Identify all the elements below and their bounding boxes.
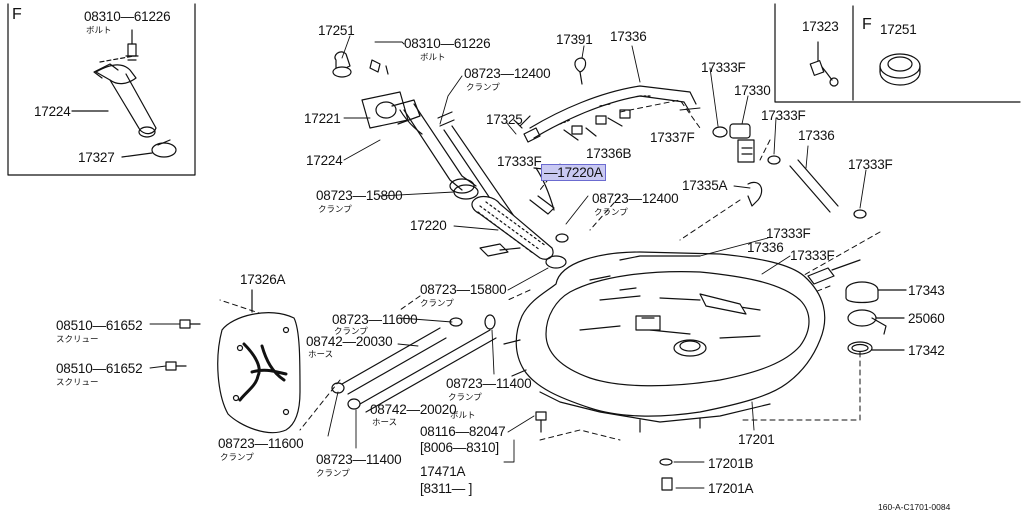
part-17333F-b[interactable]: 17333F [701,60,746,75]
part-08310-61226-mid[interactable]: 08310—61226 [404,36,491,51]
jp-hose-a: ホース [308,349,334,359]
protector-plate [217,289,301,434]
part-17333F-f[interactable]: 17333F [790,248,835,263]
date-range-8006-8310: [8006—8310] [420,440,499,455]
part-17471A[interactable]: 17471A [420,464,466,479]
inset-right-box [774,3,1021,103]
part-25060[interactable]: 25060 [908,311,945,326]
part-17342[interactable]: 17342 [908,343,945,358]
part-17224-mid[interactable]: 17224 [306,153,343,168]
inset-tag-right: F [862,16,872,33]
part-17333F-a[interactable]: 17333F [497,154,542,169]
jp-bolt-left: ボルト [86,25,112,35]
part-17335A[interactable]: 17335A [682,178,728,193]
part-17326A[interactable]: 17326A [240,272,286,287]
jp-screw-b: スクリュー [56,377,99,387]
jp-bolt-mid: ボルト [420,52,446,62]
sender-gauge [807,259,907,355]
catalog-code: 160-A-C1701-0084 [878,502,951,512]
date-range-8311: [8311— ] [420,481,473,496]
left-inset-parts [71,29,177,158]
jp-clamp-f: クランプ [220,452,254,462]
part-08310-61226-left[interactable]: 08310—61226 [84,9,171,24]
jp-clamp-b: クランプ [594,207,628,217]
jp-clamp-a: クランプ [318,204,352,214]
fuel-tank [503,251,826,433]
part-08723-11600-a[interactable]: 08723—11600 [332,312,418,327]
part-17391[interactable]: 17391 [556,32,593,47]
part-17325[interactable]: 17325 [486,112,523,127]
jp-clamp-d: クランプ [334,326,368,336]
right-inset-parts [809,41,921,87]
part-17224-left[interactable]: 17224 [34,104,71,119]
part-17336-right[interactable]: 17336 [798,128,835,143]
part-17336-top[interactable]: 17336 [610,29,647,44]
part-08723-11400-b[interactable]: 08723—11400 [316,452,402,467]
part-08723-11400-a[interactable]: 08723—11400 [446,376,532,391]
part-08723-15800-a[interactable]: 08723—15800 [316,188,403,203]
part-17337F[interactable]: 17337F [650,130,695,145]
part-08723-12400-b[interactable]: 08723—12400 [592,191,679,206]
part-17220A-highlighted[interactable]: —17220A [541,164,606,181]
part-17323[interactable]: 17323 [802,19,839,34]
inset-left-box [7,3,196,176]
part-17221[interactable]: 17221 [304,111,341,126]
jp-clamp-c: クランプ [420,298,454,308]
part-17333F-d[interactable]: 17333F [848,157,893,172]
part-17251-right[interactable]: 17251 [880,22,917,37]
part-17333F-e[interactable]: 17333F [766,226,811,241]
inset-tag-left: F [12,6,22,23]
part-08742-20030[interactable]: 08742—20030 [306,334,393,349]
part-08723-15800-b[interactable]: 08723—15800 [420,282,507,297]
jp-bolt-lower: ボルト [450,410,476,420]
vent-hose-top [529,57,697,141]
jp-clamp-g: クランプ [316,468,350,478]
part-17330[interactable]: 17330 [734,83,771,98]
part-17201A[interactable]: 17201A [708,481,754,496]
part-08510-61652-a[interactable]: 08510—61652 [56,318,143,333]
jp-screw-a: スクリュー [56,334,99,344]
jp-clamp-e: クランプ [448,392,482,402]
part-17343[interactable]: 17343 [908,283,945,298]
part-08510-61652-b[interactable]: 08510—61652 [56,361,143,376]
leader-lines [149,35,903,489]
jp-hose-b: ホース [372,417,398,427]
part-17327[interactable]: 17327 [78,150,115,165]
part-08723-11600-b[interactable]: 08723—11600 [218,436,304,451]
part-17336B[interactable]: 17336B [586,146,632,161]
part-17336-low[interactable]: 17336 [747,240,784,255]
part-08742-20020[interactable]: 08742—20020 [370,402,457,417]
part-17201B[interactable]: 17201B [708,456,754,471]
part-17220[interactable]: 17220 [410,218,447,233]
jp-clamp-top: クランプ [466,82,500,92]
part-17251[interactable]: 17251 [318,23,355,38]
part-08723-12400-top[interactable]: 08723—12400 [464,66,551,81]
part-17333F-c[interactable]: 17333F [761,108,806,123]
lower-hoses [165,314,673,491]
part-08116-82047[interactable]: 08116—82047 [420,424,506,439]
part-17201[interactable]: 17201 [738,432,775,447]
